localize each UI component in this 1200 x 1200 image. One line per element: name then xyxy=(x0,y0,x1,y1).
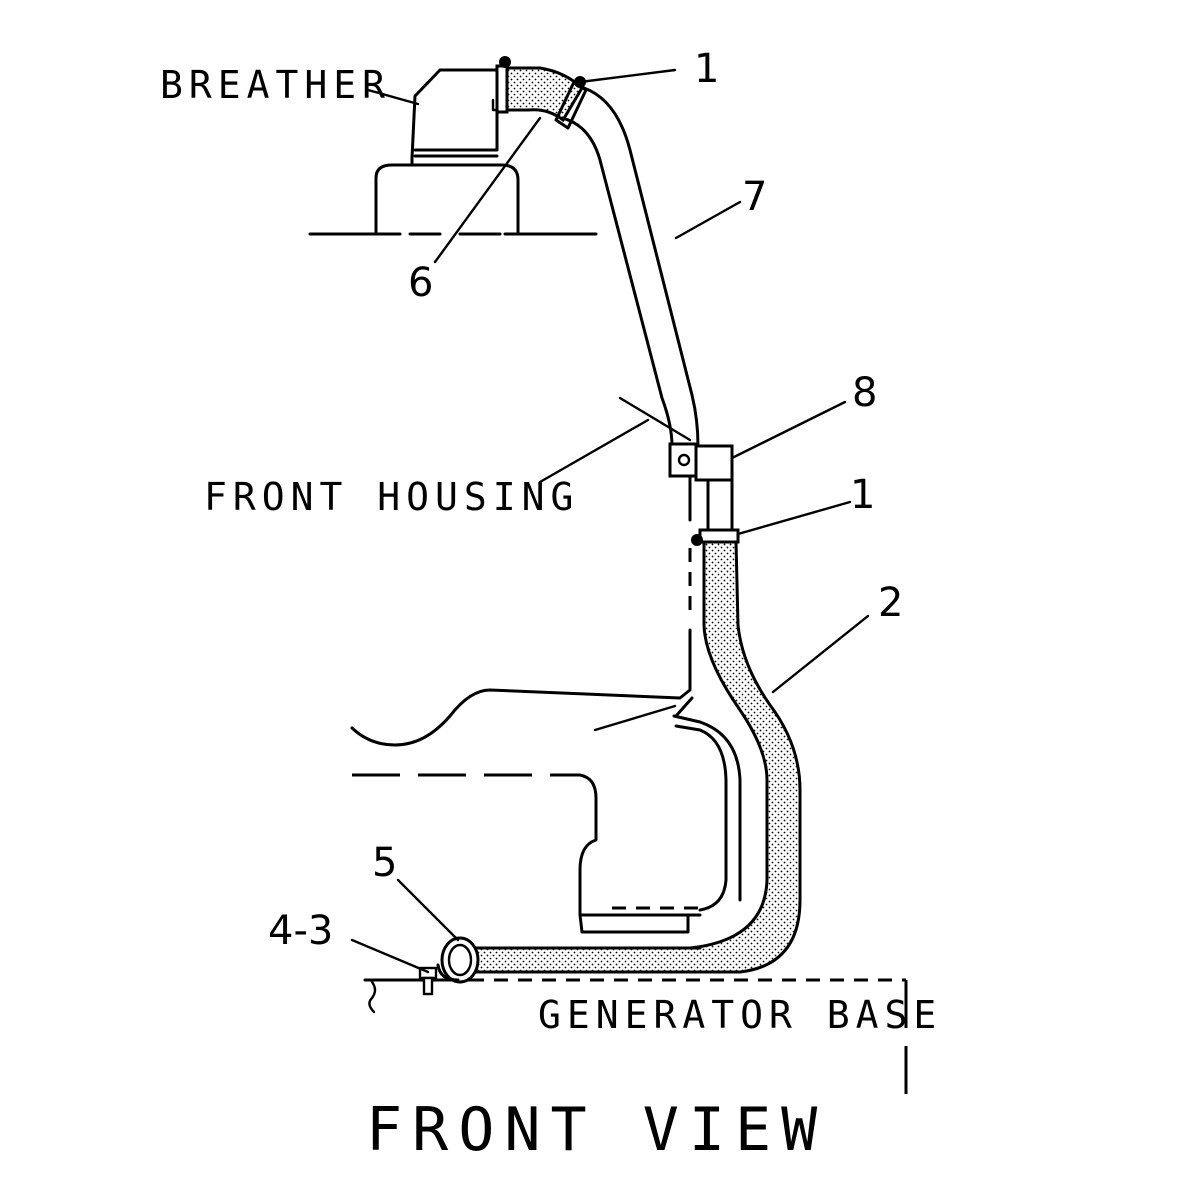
view-title: FRONT VIEW xyxy=(366,1095,827,1165)
leader-lines xyxy=(350,68,870,974)
callout-7: 7 xyxy=(742,174,767,220)
clamp-5 xyxy=(436,936,480,984)
breather-housing xyxy=(308,68,598,236)
generator-base-label: GENERATOR BASE xyxy=(538,993,942,1037)
tube-7 xyxy=(554,76,700,448)
callout-1-middle: 1 xyxy=(850,472,875,518)
hose-2 xyxy=(468,540,802,974)
front-housing-outline xyxy=(350,474,742,934)
callout-2: 2 xyxy=(878,580,903,626)
breather-label: BREATHER xyxy=(160,63,391,107)
callout-5: 5 xyxy=(372,840,397,886)
callout-6: 6 xyxy=(408,260,433,306)
callout-1-top: 1 xyxy=(694,46,719,92)
front-housing-label: FRONT HOUSING xyxy=(204,475,579,519)
hose-6 xyxy=(495,56,584,123)
callout-4-3: 4-3 xyxy=(268,908,333,954)
clamp-1-middle xyxy=(691,528,740,546)
callout-8: 8 xyxy=(852,370,877,416)
clip-8 xyxy=(668,442,734,532)
